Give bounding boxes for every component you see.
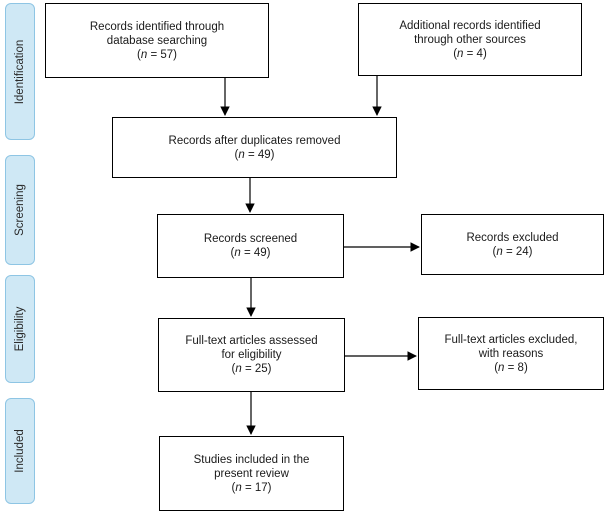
box-text: Records identified through (89, 20, 225, 33)
records-database-box: Records identified through database sear… (45, 3, 269, 78)
box-count: (n = 49) (234, 148, 275, 161)
stage-label: Eligibility (14, 306, 26, 352)
stage-included: Included (5, 398, 35, 504)
records-screened-box: Records screened (n = 49) (157, 214, 344, 278)
box-text: Records excluded (466, 231, 559, 244)
box-text: Records after duplicates removed (168, 134, 341, 147)
box-text: present review (214, 467, 289, 480)
box-text: Full-text articles assessed (185, 335, 318, 347)
box-text: with reasons (478, 347, 544, 360)
box-text: Records screened (203, 233, 298, 245)
box-text: Additional records identified (399, 19, 541, 32)
box-count: (n = 17) (231, 481, 272, 494)
stage-identification: Identification (5, 3, 35, 140)
records-deduplicated-box: Records after duplicates removed (n = 49… (112, 117, 397, 178)
box-count: (n = 8) (494, 361, 528, 374)
fulltext-excluded-box: Full-text articles excluded, with reason… (418, 317, 604, 390)
box-count: (n = 4) (453, 47, 487, 60)
box-count: (n = 24) (492, 245, 533, 258)
fulltext-assessed-box: Full-text articles assessed for eligibil… (158, 318, 345, 392)
box-count: (n = 49) (230, 247, 271, 259)
box-count: (n = 57) (137, 48, 177, 61)
stage-eligibility: Eligibility (5, 275, 35, 383)
box-text: for eligibility (221, 349, 282, 361)
records-other-sources-box: Additional records identified through ot… (358, 3, 582, 76)
studies-included-box: Studies included in the present review (… (159, 436, 344, 511)
box-text: Studies included in the (193, 453, 310, 466)
stage-label: Identification (14, 39, 26, 104)
box-text: through other sources (414, 33, 526, 46)
box-text: Full-text articles excluded, (444, 333, 578, 346)
stage-label: Screening (14, 184, 26, 236)
box-text: database searching (106, 34, 208, 47)
stage-label: Included (14, 429, 26, 473)
records-excluded-box: Records excluded (n = 24) (421, 214, 604, 275)
box-count: (n = 25) (231, 363, 272, 375)
stage-screening: Screening (5, 155, 35, 265)
